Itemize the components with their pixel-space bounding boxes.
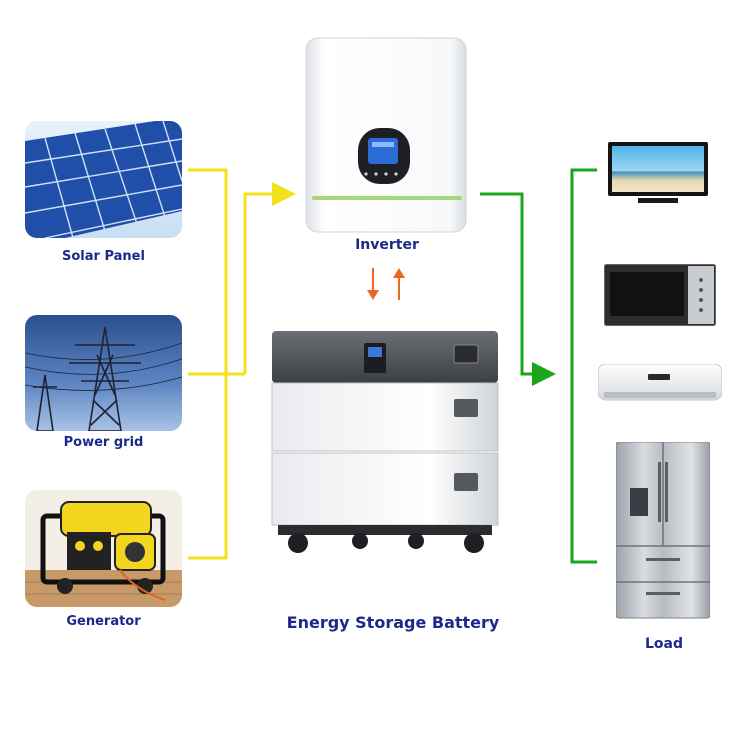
tv-image <box>608 142 708 206</box>
air-conditioner-image <box>597 363 723 406</box>
energy-storage-battery-label: Energy Storage Battery <box>286 613 500 632</box>
input-line-to-inverter <box>243 182 296 374</box>
microwave-image <box>603 263 717 327</box>
refrigerator-image <box>615 441 711 622</box>
generator-image <box>25 490 182 607</box>
down-arrow-icon <box>367 268 379 300</box>
output-line-inverter-to-load-bus <box>480 192 556 386</box>
energy-storage-battery-image <box>268 327 508 559</box>
power-grid-label: Power grid <box>63 435 144 450</box>
power-grid-image <box>25 315 182 431</box>
generator-label: Generator <box>66 614 141 629</box>
load-label: Load <box>644 636 683 652</box>
inverter-label: Inverter <box>355 237 419 253</box>
solar-panel-label: Solar Panel <box>62 249 145 264</box>
input-line-solar <box>188 168 228 560</box>
inverter-image <box>302 36 472 236</box>
solar-panel-image <box>25 121 182 238</box>
load-bus <box>570 168 597 564</box>
up-arrow-icon <box>393 268 405 300</box>
